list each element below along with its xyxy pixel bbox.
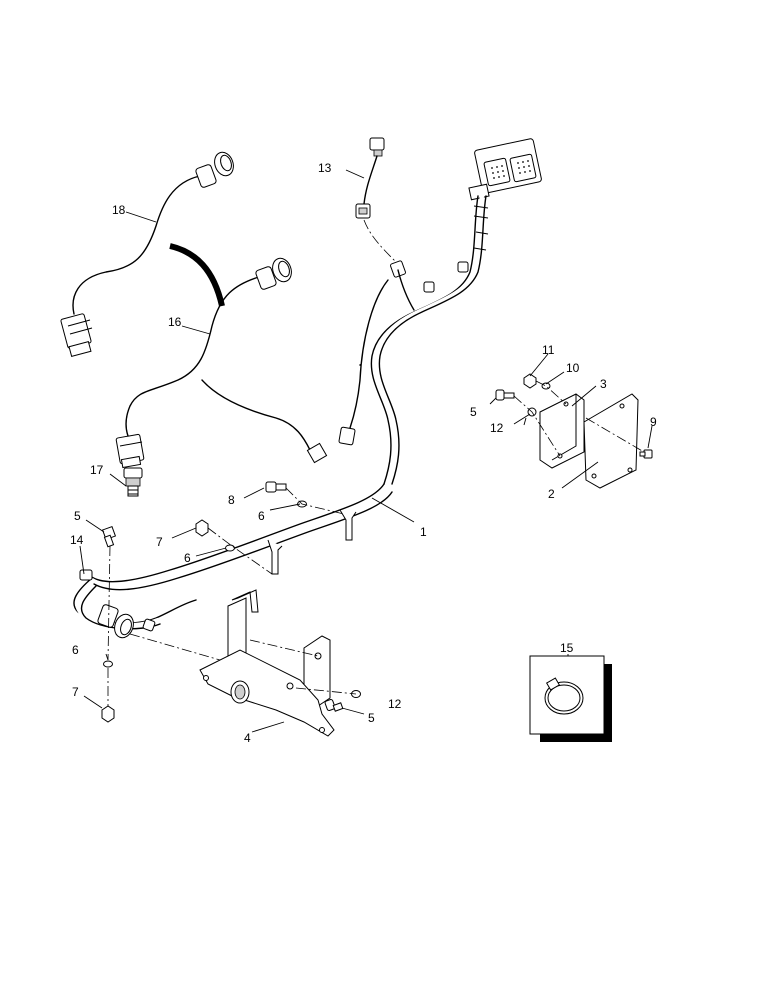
callout-7a: 7 bbox=[156, 535, 163, 549]
callout-13: 13 bbox=[318, 161, 332, 175]
plate-assembly bbox=[495, 373, 653, 489]
callout-8: 8 bbox=[228, 493, 235, 507]
bracket-4 bbox=[199, 589, 335, 737]
ecu-connector bbox=[468, 138, 542, 201]
bolt-5-upper bbox=[101, 525, 117, 548]
harness-13 bbox=[355, 137, 406, 278]
harness-18 bbox=[60, 151, 234, 358]
plate-2 bbox=[583, 393, 639, 489]
callout-6a: 6 bbox=[258, 509, 265, 523]
callout-16: 16 bbox=[168, 315, 182, 329]
callout-2: 2 bbox=[548, 487, 555, 501]
harness-14-round-connector bbox=[97, 604, 134, 639]
callout-3: 3 bbox=[600, 377, 607, 391]
main-harness-1 bbox=[73, 138, 542, 639]
callouts: 1 2 3 4 5 5 5 6 6 6 7 7 8 9 10 11 12 12 … bbox=[70, 161, 657, 745]
callout-18: 18 bbox=[112, 203, 126, 217]
harness-18-plug-connector bbox=[60, 313, 93, 358]
callout-5b: 5 bbox=[470, 405, 477, 419]
hose-clamp-icon bbox=[544, 677, 584, 715]
callout-17: 17 bbox=[90, 463, 104, 477]
callout-11: 11 bbox=[542, 343, 555, 357]
harness-16-small-connector bbox=[306, 442, 328, 464]
nut-7-left bbox=[101, 705, 115, 723]
trunk-wraps bbox=[473, 205, 489, 251]
callout-12b: 12 bbox=[388, 697, 402, 711]
clamp-15-frame bbox=[529, 655, 605, 735]
callout-4: 4 bbox=[244, 731, 251, 745]
callout-6b: 6 bbox=[184, 551, 191, 565]
harness-16 bbox=[115, 257, 328, 469]
callout-5a: 5 bbox=[74, 509, 81, 523]
harness-18-round-connector bbox=[195, 151, 234, 188]
bolt-9 bbox=[639, 449, 653, 459]
callout-5c: 5 bbox=[368, 711, 375, 725]
bolt-5-right bbox=[495, 389, 515, 401]
harness-16-plug-connector bbox=[115, 433, 145, 469]
callout-7b: 7 bbox=[72, 685, 79, 699]
nut-7-center bbox=[195, 519, 209, 537]
callout-9: 9 bbox=[650, 415, 657, 429]
harness-clips bbox=[267, 509, 357, 575]
assembly-centerlines bbox=[107, 380, 645, 706]
callout-10: 10 bbox=[566, 361, 580, 375]
callout-1: 1 bbox=[420, 525, 427, 539]
callout-6c: 6 bbox=[72, 643, 79, 657]
nut-11 bbox=[523, 373, 537, 389]
callout-15: 15 bbox=[560, 641, 574, 655]
bolt-5-lower bbox=[324, 698, 344, 712]
harness-18-conduit bbox=[169, 243, 225, 307]
bolt-8 bbox=[265, 481, 287, 493]
callout-12a: 12 bbox=[490, 421, 504, 435]
fasteners bbox=[101, 481, 361, 723]
washer-6-left bbox=[103, 660, 113, 668]
harness-16-round-connector bbox=[255, 257, 292, 290]
leader-lines bbox=[79, 169, 653, 733]
clamp-15-inset bbox=[529, 655, 612, 742]
callout-14: 14 bbox=[70, 533, 84, 547]
sensor-17 bbox=[123, 467, 143, 497]
washer-6-center bbox=[225, 544, 235, 552]
